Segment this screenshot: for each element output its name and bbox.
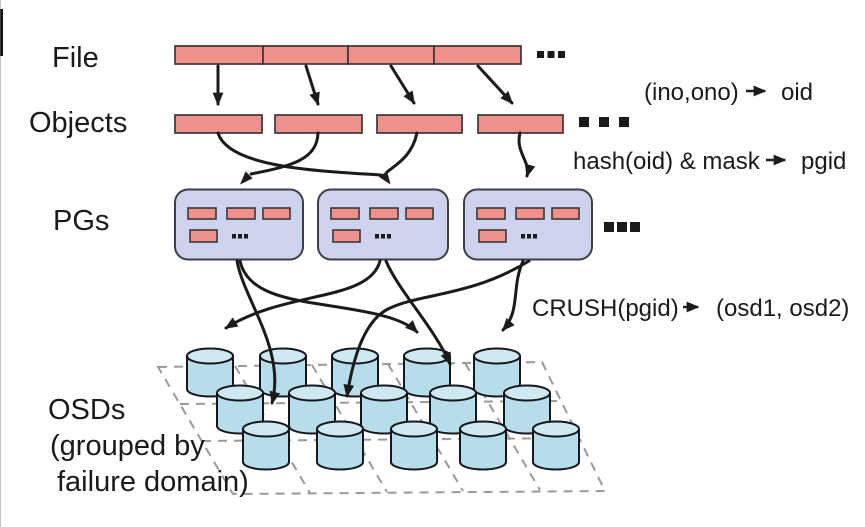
arrow-file-to-object	[389, 64, 416, 105]
file-segment	[347, 45, 435, 65]
arrow-object1-to-pg2	[216, 131, 383, 177]
object-bar	[174, 114, 263, 134]
osd-cylinder	[316, 420, 364, 471]
osds-label-line3: failure domain)	[57, 466, 249, 498]
file-segment	[262, 45, 349, 65]
annotation-left: hash(oid) & mask	[573, 148, 761, 175]
arrow-pg1-to-osd	[238, 259, 419, 334]
pgs-ellipsis-dots	[604, 222, 640, 232]
osd-row-front	[242, 420, 580, 471]
annotation-crush: CRUSH(pgid) (osd1, osd2)	[532, 295, 849, 322]
arrow-pg3-to-osd	[343, 259, 531, 398]
annotation-ino-ono: (ino,ono) oid	[644, 79, 813, 106]
object-bar	[477, 114, 564, 134]
arrow-object4-to-pg3	[517, 131, 536, 178]
file-segment	[433, 45, 522, 65]
osd-cylinder	[473, 347, 521, 398]
row-labels: File Objects PGs OSDs (grouped by failur…	[29, 42, 249, 498]
arrow-pg1-to-osd	[235, 259, 281, 405]
arrow-pg3-to-osd	[501, 259, 525, 332]
osd-cylinder	[390, 420, 438, 471]
objects-ellipsis-dots	[579, 117, 629, 127]
annotation-right: (osd1, osd2)	[716, 295, 849, 322]
osd-cylinder	[429, 384, 477, 435]
object-bar	[376, 114, 463, 134]
pg-inner-ellipsis	[232, 234, 248, 239]
annotation-right: oid	[781, 79, 813, 106]
annotation-hash-mask: hash(oid) & mask pgid	[573, 148, 846, 175]
annotation-left: (ino,ono)	[644, 79, 739, 106]
arrow-file-to-object	[476, 64, 514, 105]
osd-cylinder	[360, 384, 408, 435]
file-label: File	[52, 42, 99, 74]
pg-box	[463, 188, 593, 261]
osds-label-line1: OSDs	[48, 394, 125, 426]
object-to-pg-arrows	[216, 131, 536, 185]
objects-label: Objects	[29, 107, 127, 139]
object-bar	[274, 114, 363, 134]
file-segment	[174, 45, 264, 65]
arrow-pg2-to-osd	[384, 259, 452, 366]
file-ellipsis-dots	[537, 51, 565, 58]
annotation-left: CRUSH(pgid)	[532, 295, 679, 322]
osd-cylinder	[532, 420, 580, 471]
osd-cylinder	[459, 420, 507, 471]
file-bar	[174, 45, 522, 65]
arrow-pg2-to-osd	[224, 259, 382, 330]
osds-label-line2: (grouped by	[50, 430, 205, 462]
annotation-right: pgid	[801, 148, 846, 175]
pg-box	[317, 188, 449, 261]
arrowhead-pg2	[378, 171, 391, 185]
pgs-label: PGs	[53, 205, 109, 237]
pg-inner-ellipsis	[521, 234, 537, 239]
pg-inner-ellipsis	[375, 234, 391, 239]
arrow-file-to-object	[304, 64, 320, 106]
file-to-object-arrows	[212, 64, 514, 106]
osd-row-middle	[216, 384, 551, 435]
arrow-object3-to-pg2	[385, 131, 419, 174]
pg-box	[174, 188, 304, 261]
frame-edge-artifact	[0, 0, 3, 527]
arrow-object2-to-pg1	[249, 131, 320, 176]
osd-cylinder	[242, 420, 290, 471]
objects-row	[174, 114, 564, 134]
arrowhead-pg1	[240, 171, 253, 185]
pg-boxes	[174, 188, 593, 261]
pg-to-osd-arrows	[224, 259, 531, 405]
